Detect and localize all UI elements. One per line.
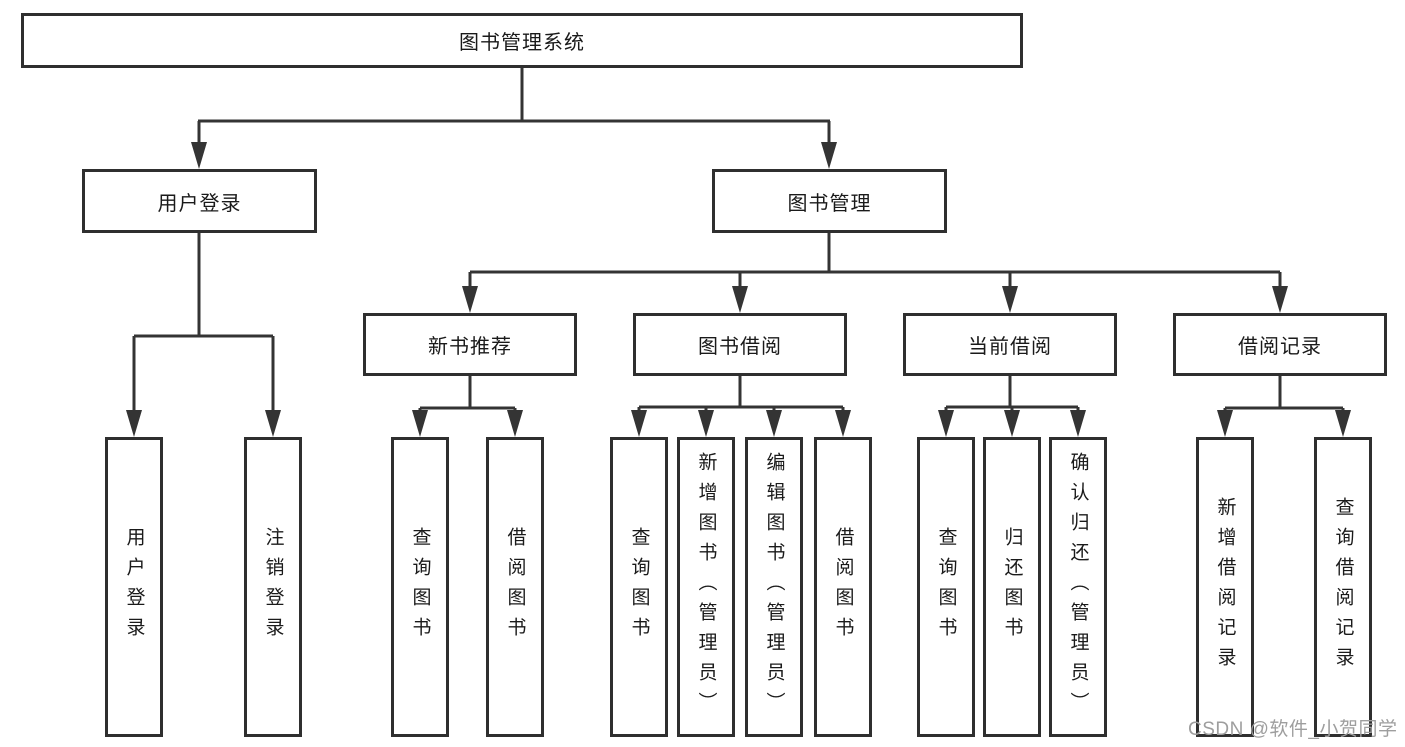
node-label: 当前借阅: [968, 336, 1052, 358]
node-label: 借阅图书: [504, 527, 526, 647]
node-book-borrowing: 图书借阅: [633, 313, 847, 376]
node-label: 新增借阅记录: [1214, 497, 1236, 677]
node-label: 新书推荐: [428, 336, 512, 358]
node-label: 查询图书: [409, 527, 431, 647]
leaf-user-login: 用户登录: [105, 437, 163, 737]
leaf-borrow-books-1: 借阅图书: [486, 437, 544, 737]
node-label: 查询借阅记录: [1332, 497, 1354, 677]
node-label: 用户登录: [123, 527, 145, 647]
csdn-watermark: CSDN @软件_小贺同学: [1188, 719, 1398, 740]
node-label: 归还图书: [1001, 527, 1023, 647]
node-borrowing-records: 借阅记录: [1173, 313, 1387, 376]
node-label: 查询图书: [628, 527, 650, 647]
leaf-query-borrow-record: 查询借阅记录: [1314, 437, 1372, 737]
leaf-add-borrow-record: 新增借阅记录: [1196, 437, 1254, 737]
leaf-edit-book-admin: 编辑图书（管理员）: [745, 437, 803, 737]
leaf-query-books-2: 查询图书: [610, 437, 668, 737]
node-label: 编辑图书（管理员）: [763, 452, 785, 722]
leaf-return-books: 归还图书: [983, 437, 1041, 737]
node-user-login: 用户登录: [82, 169, 317, 233]
node-label: 图书借阅: [698, 336, 782, 358]
leaf-query-books-3: 查询图书: [917, 437, 975, 737]
leaf-logout: 注销登录: [244, 437, 302, 737]
leaf-borrow-books-2: 借阅图书: [814, 437, 872, 737]
node-label: 图书管理: [787, 192, 872, 215]
node-book-management: 图书管理: [712, 169, 947, 233]
node-current-borrowing: 当前借阅: [903, 313, 1117, 376]
node-label: 借阅记录: [1238, 336, 1322, 358]
node-label: 确认归还（管理员）: [1067, 452, 1089, 722]
node-label: 注销登录: [262, 527, 284, 647]
node-label: 查询图书: [935, 527, 957, 647]
node-library-management-system: 图书管理系统: [21, 13, 1023, 68]
node-label: 新增图书（管理员）: [695, 452, 717, 722]
node-new-book-recommendation: 新书推荐: [363, 313, 577, 376]
node-label: 用户登录: [157, 192, 242, 215]
node-label: 借阅图书: [832, 527, 854, 647]
leaf-confirm-return-admin: 确认归还（管理员）: [1049, 437, 1107, 737]
leaf-query-books-1: 查询图书: [391, 437, 449, 737]
leaf-add-book-admin: 新增图书（管理员）: [677, 437, 735, 737]
node-label: 图书管理系统: [459, 32, 585, 54]
